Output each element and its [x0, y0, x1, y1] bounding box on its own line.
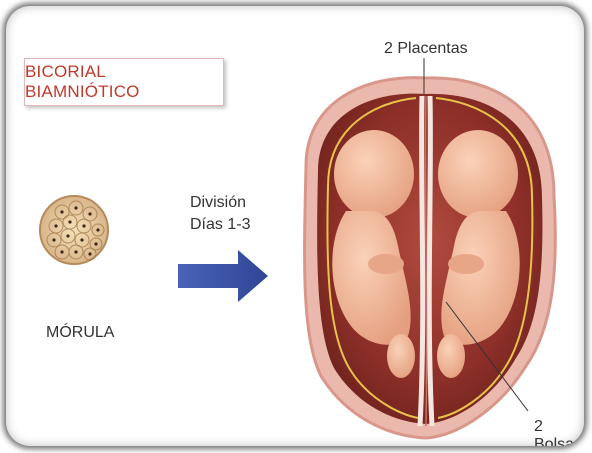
morula-cell-cluster [40, 196, 108, 264]
bolsas-label: 2 Bolsas [534, 418, 584, 446]
diagram-frame: BICORIAL BIAMNIÓTICO [6, 6, 584, 446]
division-label-line1: División [190, 192, 250, 214]
morula-label: MÓRULA [46, 324, 114, 342]
arrow-right-icon [178, 250, 268, 302]
uterus-illustration [305, 78, 556, 438]
division-label-line2: Días 1-3 [190, 214, 250, 236]
division-label: División Días 1-3 [190, 192, 250, 236]
diagram-graphic [6, 6, 584, 446]
placentas-label: 2 Placentas [384, 40, 468, 58]
